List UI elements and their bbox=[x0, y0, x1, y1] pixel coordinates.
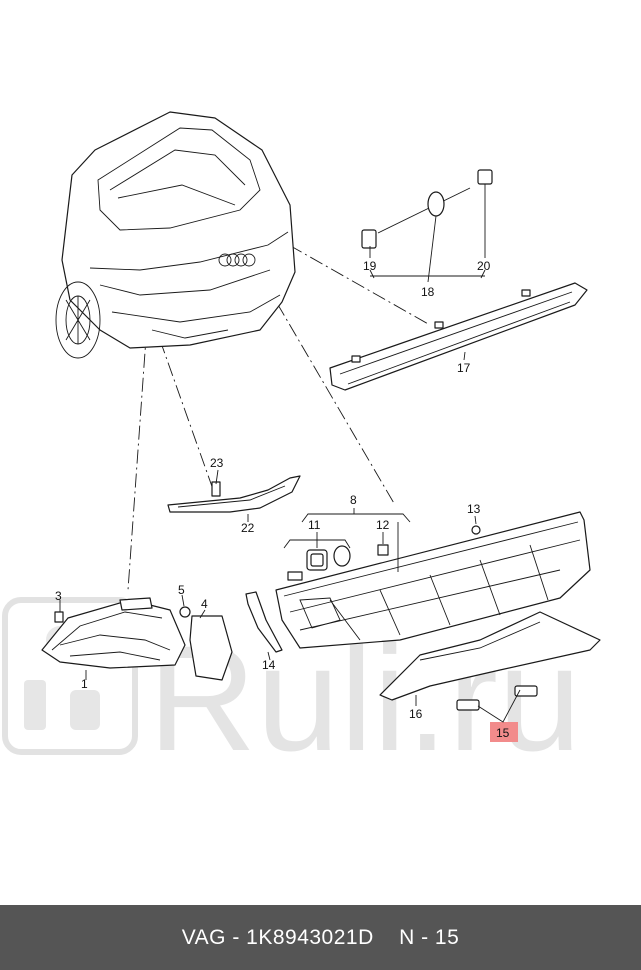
clip-parts-15 bbox=[456, 685, 538, 711]
brake-light-part-17 bbox=[329, 282, 588, 391]
callout-17: 17 bbox=[457, 361, 471, 375]
callout-20: 20 bbox=[477, 259, 491, 273]
lower-panel-part-16 bbox=[379, 611, 601, 701]
callout-4: 4 bbox=[201, 597, 208, 611]
callout-labels: 1 3 4 5 8 11 12 13 14 15 16 17 18 19 20 … bbox=[55, 259, 510, 740]
highlight-marker bbox=[490, 722, 518, 742]
seal-part-4 bbox=[189, 615, 233, 681]
callout-19: 19 bbox=[363, 259, 377, 273]
footer-part-number: 1K8943021D bbox=[246, 925, 374, 949]
footer-brand: VAG bbox=[181, 925, 226, 949]
callout-13: 13 bbox=[467, 502, 481, 516]
wiring-harness-part-18 bbox=[361, 169, 493, 249]
callout-8: 8 bbox=[350, 493, 357, 507]
callout-22: 22 bbox=[241, 521, 255, 535]
callout-1: 1 bbox=[81, 677, 88, 691]
callout-16: 16 bbox=[409, 707, 423, 721]
footer-spacer bbox=[374, 926, 399, 950]
footer-separator: - bbox=[225, 925, 247, 949]
callout-15: 15 bbox=[496, 726, 510, 740]
vehicle-rear-view bbox=[55, 111, 296, 359]
callout-5: 5 bbox=[178, 583, 185, 597]
tail-light-part-1 bbox=[41, 597, 186, 669]
callout-12: 12 bbox=[376, 518, 390, 532]
tailgate-frame-part-8 bbox=[275, 511, 591, 649]
callout-11: 11 bbox=[308, 518, 321, 532]
callout-18: 18 bbox=[421, 285, 435, 299]
trim-strip-part-22 bbox=[167, 475, 301, 513]
leader-lines bbox=[59, 184, 521, 723]
parts-diagram: Ruli.ru bbox=[2, 111, 601, 782]
callout-14: 14 bbox=[262, 658, 276, 672]
footer-bar: VAG - 1K8943021D N - 15 bbox=[0, 905, 641, 970]
bracket-part-14 bbox=[245, 591, 283, 653]
footer-position: N - 15 bbox=[399, 925, 460, 949]
screws-3-5 bbox=[54, 606, 191, 623]
callout-3: 3 bbox=[55, 589, 62, 603]
callout-23: 23 bbox=[210, 456, 224, 470]
emblem-parts-11-12 bbox=[287, 544, 389, 581]
